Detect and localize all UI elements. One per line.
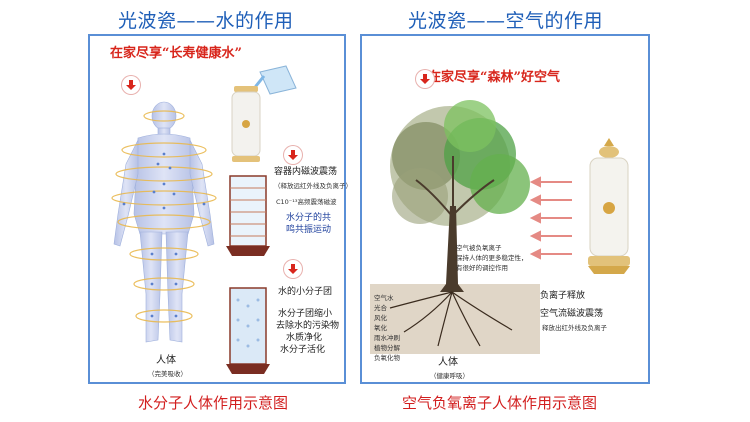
airflow-vibration-label: 空气流磁波震荡 [540, 309, 604, 319]
tree-note-1: 空气被负氧离子 [456, 244, 502, 252]
small-cluster-label: 水的小分子团 [278, 287, 333, 297]
right-body-label: 人体 [438, 357, 458, 368]
left-body-sublabel: （完美吸收） [148, 370, 187, 378]
ceramic-vase-icon [231, 86, 261, 162]
soil-label: 负氧化物 [374, 354, 400, 362]
down-arrow-icon [122, 76, 140, 94]
neg-ion-release-label: 负离子释放 [540, 291, 586, 301]
down-arrow-icon [284, 146, 302, 164]
soil-label: 风化 [374, 314, 387, 322]
resonance-label-2: 鸣共振运动 [286, 225, 332, 235]
infrared-release-label: （释放远红外线及负离子） [274, 182, 352, 190]
human-body-icon [111, 101, 217, 343]
left-heading: 光波瓷——水的作用 [118, 10, 294, 32]
tree-note-3: 有很好的调控作用 [456, 264, 508, 272]
effect-1-label: 水分子团缩小 [278, 309, 333, 319]
tree-icon [389, 100, 530, 347]
soil-label: 氧化 [374, 324, 387, 332]
soil-label: 植物分解 [374, 344, 400, 352]
soil-label: 空气水 [374, 294, 394, 302]
water-vessel-icon [226, 287, 270, 374]
left-panel: 在家尽享“长寿健康水” [88, 34, 352, 384]
down-arrow-icon [284, 260, 302, 278]
right-panel: 在家尽享“森林”好空气 空气被负氧离子 保持人体的更多稳定性 [360, 34, 650, 384]
effect-4-label: 水分子活化 [280, 345, 326, 355]
right-heading: 光波瓷——空气的作用 [408, 10, 604, 32]
high-frequency-label: C10⁻¹³高频震荡磁波 [276, 198, 337, 206]
soil-label: 光合 [374, 304, 387, 312]
ceramic-vase-icon [588, 138, 630, 274]
right-slogan: 在家尽享“森林”好空气 [428, 70, 560, 85]
tree-note-2: 保持人体的更多稳定性， [456, 254, 528, 262]
right-caption: 空气负氧离子人体作用示意图 [402, 394, 598, 412]
effect-2-label: 去除水的污染物 [276, 321, 340, 331]
soil-label: 雨水冲刷 [374, 334, 400, 342]
left-slogan: 在家尽享“长寿健康水” [110, 46, 242, 61]
down-arrow-icon [416, 70, 434, 88]
airflow-sub-label: 释放出红外线及负离子 [542, 324, 607, 332]
left-caption: 水分子人体作用示意图 [138, 394, 289, 412]
resonance-label-1: 水分子的共 [286, 213, 332, 223]
soil-ground [370, 284, 540, 354]
right-body-sublabel: （健康呼吸） [430, 372, 469, 380]
left-body-label: 人体 [156, 355, 176, 366]
red-arrow-icon [529, 176, 572, 260]
soil-labels: 空气水 光合 风化 氧化 雨水冲刷 植物分解 负氧化物 [374, 292, 424, 362]
container-vibration-label: 容器内磁波震荡 [274, 167, 338, 177]
effect-3-label: 水质净化 [286, 333, 323, 343]
water-vessel-icon [226, 175, 270, 256]
